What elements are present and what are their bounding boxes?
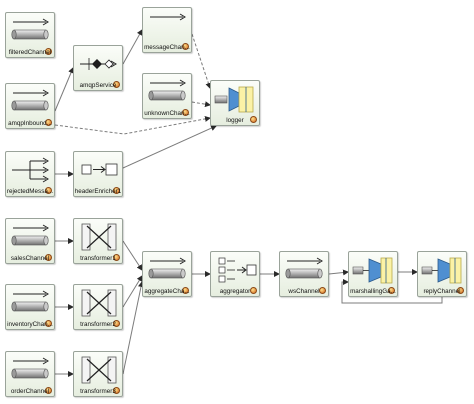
node-amqpService[interactable]	[73, 45, 123, 91]
channel-icon	[285, 257, 323, 279]
node-label-filteredChannel: filteredChannel	[8, 49, 52, 56]
arrow-icon	[150, 13, 186, 21]
node-label-salesChannel: salesChannel	[10, 255, 50, 262]
node-label-messageChannel: messageChan...	[144, 44, 190, 51]
edge-amqpService-to-messageChannel	[122, 29, 143, 65]
aggregator-icon	[218, 257, 257, 283]
status-badge-icon	[457, 287, 464, 294]
node-transformer2[interactable]	[73, 284, 123, 330]
status-badge-icon	[113, 254, 120, 261]
channel-icon	[11, 224, 49, 246]
gateway-icon	[352, 257, 393, 284]
node-amqpInbound[interactable]	[5, 83, 55, 129]
edge-messageChannel-to-logger	[191, 33, 212, 89]
node-transformer1[interactable]	[73, 218, 123, 264]
node-label-logger: logger	[226, 117, 244, 124]
node-label-transformer3: transformer3	[80, 388, 116, 395]
node-label-transformer2: transformer2	[80, 321, 116, 328]
node-messageChannel[interactable]	[142, 7, 192, 53]
node-label-unknownChannel: unknownChan...	[144, 110, 190, 117]
node-headerEnricher[interactable]	[73, 151, 123, 197]
node-aggregateChannel[interactable]	[142, 251, 192, 297]
node-orderChannel[interactable]	[5, 351, 55, 397]
edge-transformer3-to-aggregateChannel	[122, 281, 144, 375]
transformer-icon	[81, 223, 117, 251]
node-label-replyChannel: replyChannel	[423, 288, 461, 295]
fanout-icon	[12, 157, 49, 183]
node-label-orderChannel: orderChannel	[10, 388, 50, 395]
status-badge-icon	[113, 187, 120, 194]
edge-amqpInbound-to-amqpService	[54, 67, 74, 112]
status-badge-icon	[45, 254, 52, 261]
node-label-amqpService: amqpService	[79, 82, 117, 89]
node-label-amqpInbound: amqpInbound...	[8, 120, 52, 127]
status-badge-icon	[45, 320, 52, 327]
node-replyChannel[interactable]	[417, 251, 467, 297]
edge-replyChannel-to-marshallingGateway	[341, 279, 443, 304]
status-badge-icon	[250, 116, 257, 123]
status-badge-icon	[182, 109, 189, 116]
edge-headerEnricher-to-logger	[122, 125, 217, 169]
channel-icon	[11, 290, 49, 312]
service-activator-icon	[80, 58, 117, 70]
node-unknownChannel[interactable]	[142, 73, 192, 119]
edge-amqpInbound-to-logger	[54, 115, 211, 135]
status-badge-icon	[113, 81, 120, 88]
status-badge-icon	[45, 387, 52, 394]
transformer-icon	[81, 289, 117, 317]
node-inventoryChannel[interactable]	[5, 284, 55, 330]
transformer-icon	[81, 356, 117, 384]
status-badge-icon	[45, 48, 52, 55]
status-badge-icon	[45, 119, 52, 126]
node-marshallingGateway[interactable]	[348, 251, 398, 297]
edges-layer	[54, 29, 443, 377]
channel-icon	[11, 357, 49, 379]
node-label-aggregator: aggregator	[219, 288, 251, 295]
channel-icon	[11, 89, 49, 111]
node-label-headerEnricher: headerEnricher1	[74, 188, 122, 195]
gateway-icon	[421, 257, 462, 284]
status-badge-icon	[319, 287, 326, 294]
status-badge-icon	[113, 320, 120, 327]
node-transformer3[interactable]	[73, 351, 123, 397]
node-aggregator[interactable]	[210, 251, 260, 297]
node-salesChannel[interactable]	[5, 218, 55, 264]
status-badge-icon	[388, 287, 395, 294]
node-label-rejectedMessages: rejectedMessa...	[6, 188, 54, 195]
edge-wsChannel-to-marshallingGateway	[328, 269, 349, 276]
node-label-aggregateChannel: aggregateCha...	[144, 288, 190, 295]
channel-icon	[148, 79, 186, 101]
node-label-transformer1: transformer1	[80, 255, 116, 262]
header-enricher-icon	[81, 163, 118, 176]
status-badge-icon	[45, 187, 52, 194]
status-badge-icon	[182, 43, 189, 50]
status-badge-icon	[182, 287, 189, 294]
status-badge-icon	[250, 287, 257, 294]
channel-icon	[11, 18, 49, 40]
edge-unknownChannel-to-logger	[191, 101, 211, 108]
edge-transformer1-to-aggregateChannel	[122, 240, 143, 271]
node-label-marshallingGateway: marshallingGa...	[350, 288, 396, 295]
logger-icon	[214, 86, 254, 113]
node-label-inventoryChannel: inventoryChan...	[7, 321, 53, 328]
node-logger[interactable]	[210, 80, 260, 126]
node-wsChannel[interactable]	[279, 251, 329, 297]
status-badge-icon	[113, 387, 120, 394]
node-rejectedMessages[interactable]	[5, 151, 55, 197]
node-label-wsChannel: wsChannel	[288, 288, 320, 295]
node-filteredChannel[interactable]	[5, 12, 55, 58]
channel-icon	[148, 257, 186, 279]
